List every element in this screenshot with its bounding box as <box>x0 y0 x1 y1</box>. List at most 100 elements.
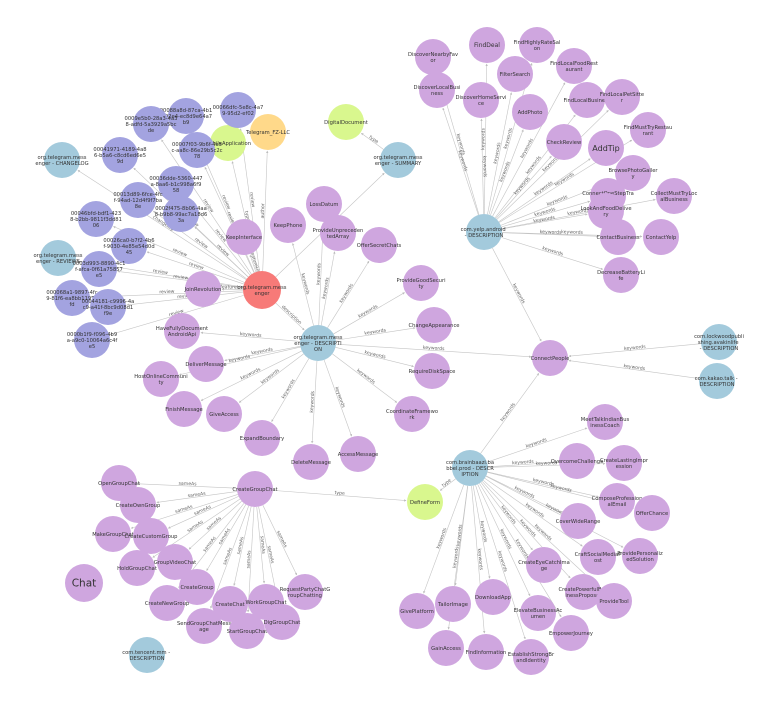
node-keepint[interactable]: KeepInterface <box>226 219 262 255</box>
node-finishmsg[interactable]: FinishMessage <box>165 391 203 427</box>
node-coverwide[interactable]: CoverWideRange <box>556 503 601 539</box>
node-expandbound[interactable]: ExpandBoundary <box>240 420 284 456</box>
node-yelp[interactable]: com.yelp.android - DESCRIPTION <box>461 214 508 250</box>
node-joinrev[interactable]: JoinRevolution <box>184 271 222 307</box>
node-mobapp[interactable]: MobileApplication <box>205 125 251 161</box>
node-defineform[interactable]: DefineForm <box>407 484 443 520</box>
node-delivermsg[interactable]: DeliverMessage <box>185 346 227 382</box>
node-creategroup[interactable]: CreateGroupChat <box>232 471 278 507</box>
node-holdgroup[interactable]: HoldGroupChat <box>117 550 157 586</box>
node-creategroup2[interactable]: CreateGroup <box>179 569 215 605</box>
node-empower[interactable]: EmpowerJourney <box>549 615 593 651</box>
node-overcomechal[interactable]: OvercomeChallenge <box>551 443 604 479</box>
node-contactbiz[interactable]: ContactBusiness <box>596 219 640 255</box>
node-providetool[interactable]: ProvideTool <box>596 583 632 619</box>
node-createcustom[interactable]: CreateCustomGroup <box>125 518 179 554</box>
node-giveplatform[interactable]: GivePlatform <box>399 593 435 629</box>
node-tailorimage[interactable]: TailorImage <box>435 586 471 622</box>
node-keepphone[interactable]: KeepPhone <box>270 207 306 243</box>
node-checkreview[interactable]: CheckReview <box>546 124 582 160</box>
node-createown[interactable]: CreateOwnGroup <box>116 487 161 523</box>
node-findinfo[interactable]: FindInformation <box>466 634 507 670</box>
node-kakao[interactable]: com.kakao.talk - DESCRIPTION <box>695 363 739 399</box>
node-connectpeople[interactable]: ConnectPeople <box>531 340 570 376</box>
node-tgfz[interactable]: Telegram_FZ-LLC <box>245 114 290 150</box>
node-gainaccess[interactable]: GainAccess <box>428 630 464 666</box>
node-downloadapp[interactable]: DownloadApp <box>475 579 512 615</box>
node-giveaccess[interactable]: GiveAccess <box>206 396 242 432</box>
node-chat[interactable]: Chat <box>65 564 103 602</box>
node-findlocalbiz[interactable]: FindLocalBusiness <box>564 82 611 118</box>
node-filtersearch[interactable]: FilterSearch <box>497 56 533 92</box>
node-startgroup[interactable]: StartGroupChat <box>227 613 268 649</box>
node-accessmsg[interactable]: AccessMessage <box>338 436 379 472</box>
node-lossdatum[interactable]: LossDatum <box>306 186 342 222</box>
node-changeapp[interactable]: ChangeAppearance <box>408 307 460 343</box>
node-digdoc[interactable]: DigitalDocument <box>324 104 368 140</box>
node-addtip[interactable]: AddTip <box>588 130 624 166</box>
node-finddeal[interactable]: FindDeal <box>469 27 505 63</box>
node-makegroup[interactable]: MakeGroupChat <box>92 516 134 552</box>
node-diggroup[interactable]: DigGroupChat <box>264 604 301 640</box>
node-offerchance[interactable]: OfferChance <box>634 495 670 531</box>
node-deletemsg[interactable]: DeleteMessage <box>291 444 331 480</box>
node-groupvideo[interactable]: GroupVideoChat <box>154 544 196 580</box>
node-createchat[interactable]: CreateChat <box>212 586 248 622</box>
node-tencent[interactable]: com.tencent.mm - DESCRIPTION <box>122 637 172 673</box>
node-contactyelp[interactable]: ContactYelp <box>643 219 679 255</box>
node-reqdisk[interactable]: RequireDiskSpace <box>409 353 456 389</box>
node-addphoto[interactable]: AddPhoto <box>512 94 548 130</box>
node-createnew[interactable]: CreateNewGroup <box>145 585 190 621</box>
edge-yelp-findlocalbet <box>496 110 609 220</box>
node-offersecret[interactable]: OfferSecretChats <box>357 227 402 263</box>
